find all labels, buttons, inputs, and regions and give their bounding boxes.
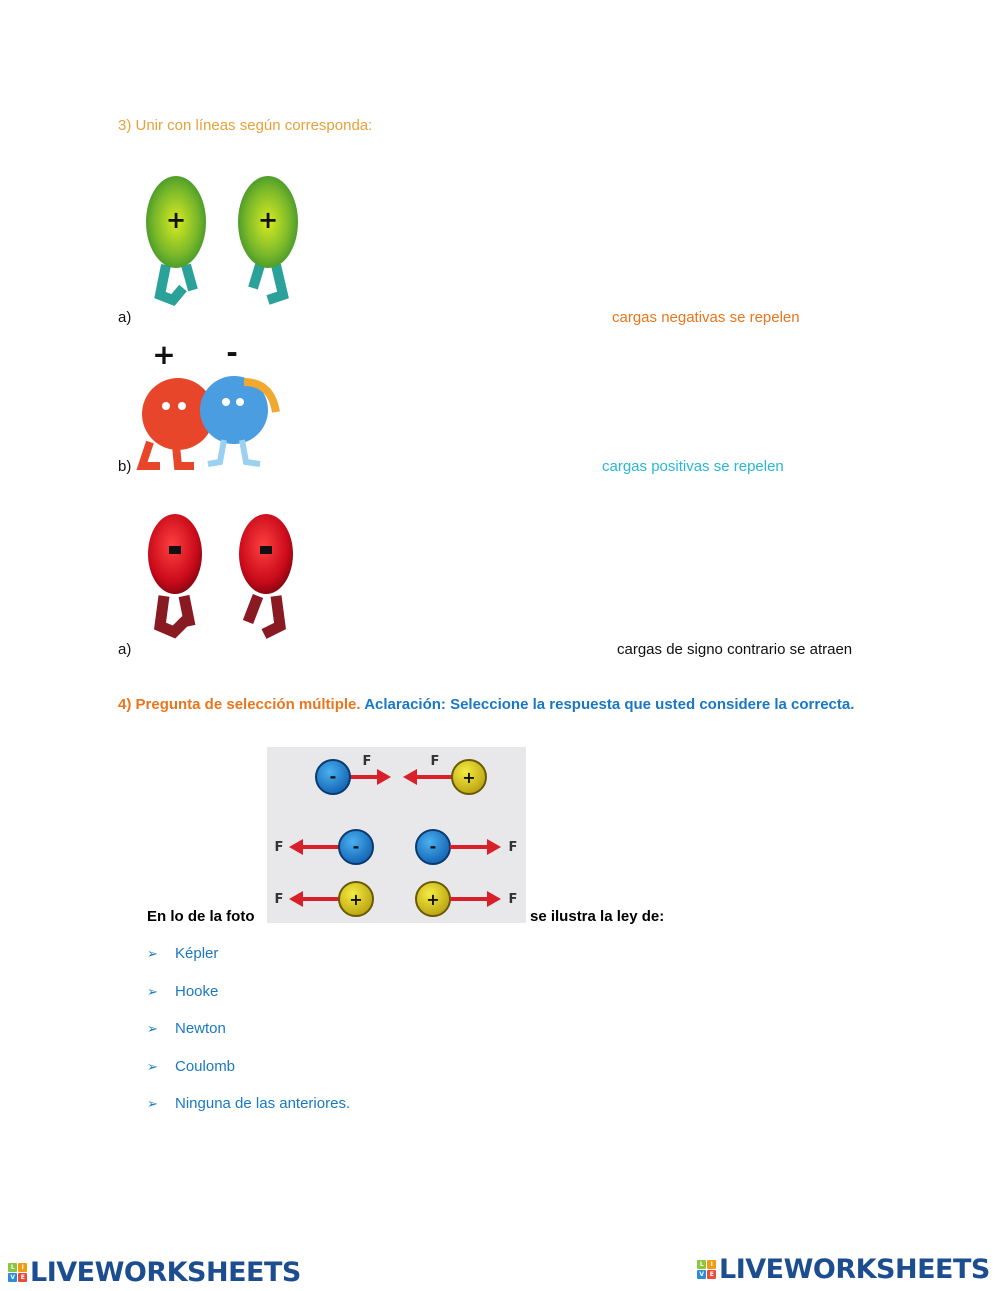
match-negative-repel[interactable]: cargas negativas se repelen: [612, 309, 800, 326]
liveworksheets-logo-left[interactable]: L I V E LIVEWORKSHEETS: [8, 1257, 301, 1288]
logo-text: LIVEWORKSHEETS: [719, 1254, 990, 1285]
match-positive-repel[interactable]: cargas positivas se repelen: [602, 458, 784, 475]
plus-sign: +: [166, 206, 186, 234]
force-label: F: [509, 840, 518, 855]
match-text: cargas de signo contrario se atraen: [617, 641, 853, 658]
minus-sign: -: [353, 837, 360, 856]
option-newton[interactable]: ➢ Newton: [147, 1020, 226, 1037]
force-label: F: [363, 754, 372, 769]
minus-sign: -: [430, 837, 437, 856]
arrow-bullet-icon: ➢: [147, 1095, 158, 1111]
red-charge-left: [148, 514, 202, 639]
green-charge-left: +: [146, 176, 206, 306]
plus-sign: +: [152, 342, 175, 371]
red-character: [142, 378, 214, 450]
option-label: Hooke: [175, 983, 219, 1000]
match-text: cargas negativas se repelen: [612, 309, 800, 326]
question-4-title: 4) Pregunta de selección múltiple. Aclar…: [118, 695, 880, 714]
plus-sign: +: [258, 206, 278, 234]
opposite-charges-figure: + -: [136, 342, 280, 470]
red-charge-right: [239, 514, 293, 639]
arrow-bullet-icon: ➢: [147, 983, 158, 999]
item-a-label: a): [118, 309, 132, 326]
question-4-stem-before: En lo de la foto: [147, 908, 255, 925]
option-label: Ninguna de las anteriores.: [175, 1095, 351, 1112]
question-4-heading: 4) Pregunta de selección múltiple.: [118, 696, 361, 713]
option-label: Newton: [175, 1020, 226, 1037]
option-none[interactable]: ➢ Ninguna de las anteriores.: [147, 1095, 350, 1112]
plus-sign: +: [349, 890, 362, 909]
logo-blocks-icon: L I V E: [8, 1263, 27, 1282]
match-opposite-attract[interactable]: cargas de signo contrario se atraen: [617, 641, 852, 658]
minus-sign: -: [330, 767, 337, 786]
question-3-title: 3) Unir con líneas según corresponda:: [118, 117, 373, 134]
green-charge-right: +: [238, 176, 298, 305]
logo-blocks-icon: L I V E: [697, 1260, 716, 1279]
force-label: F: [431, 754, 440, 769]
negative-charges-figure: [148, 514, 293, 639]
question-4-stem-after: se ilustra la ley de:: [530, 908, 665, 925]
blue-character: [200, 376, 268, 444]
question-4-instruction: Aclaración: Seleccione la respuesta que …: [364, 696, 855, 713]
logo-text: LIVEWORKSHEETS: [30, 1257, 301, 1288]
option-coulomb[interactable]: ➢ Coulomb: [147, 1058, 235, 1075]
plus-sign: +: [426, 890, 439, 909]
item-b-label: b): [118, 458, 132, 475]
arrow-bullet-icon: ➢: [147, 945, 158, 961]
force-label: F: [509, 892, 518, 907]
force-label: F: [275, 892, 284, 907]
arrow-bullet-icon: ➢: [147, 1020, 158, 1036]
option-kepler[interactable]: ➢ Képler: [147, 945, 218, 962]
coulomb-forces-image: F - F + F - - F F + + F: [267, 747, 526, 923]
force-label: F: [275, 840, 284, 855]
item-a2-label: a): [118, 641, 132, 658]
plus-sign: +: [462, 768, 475, 787]
arrow-bullet-icon: ➢: [147, 1058, 158, 1074]
option-label: Képler: [175, 945, 219, 962]
liveworksheets-logo-right[interactable]: L I V E LIVEWORKSHEETS: [697, 1254, 990, 1285]
minus-sign: -: [226, 342, 238, 369]
option-label: Coulomb: [175, 1058, 236, 1075]
option-hooke[interactable]: ➢ Hooke: [147, 983, 218, 1000]
positive-charges-figure: + +: [146, 176, 298, 306]
match-text: cargas positivas se repelen: [602, 458, 784, 475]
